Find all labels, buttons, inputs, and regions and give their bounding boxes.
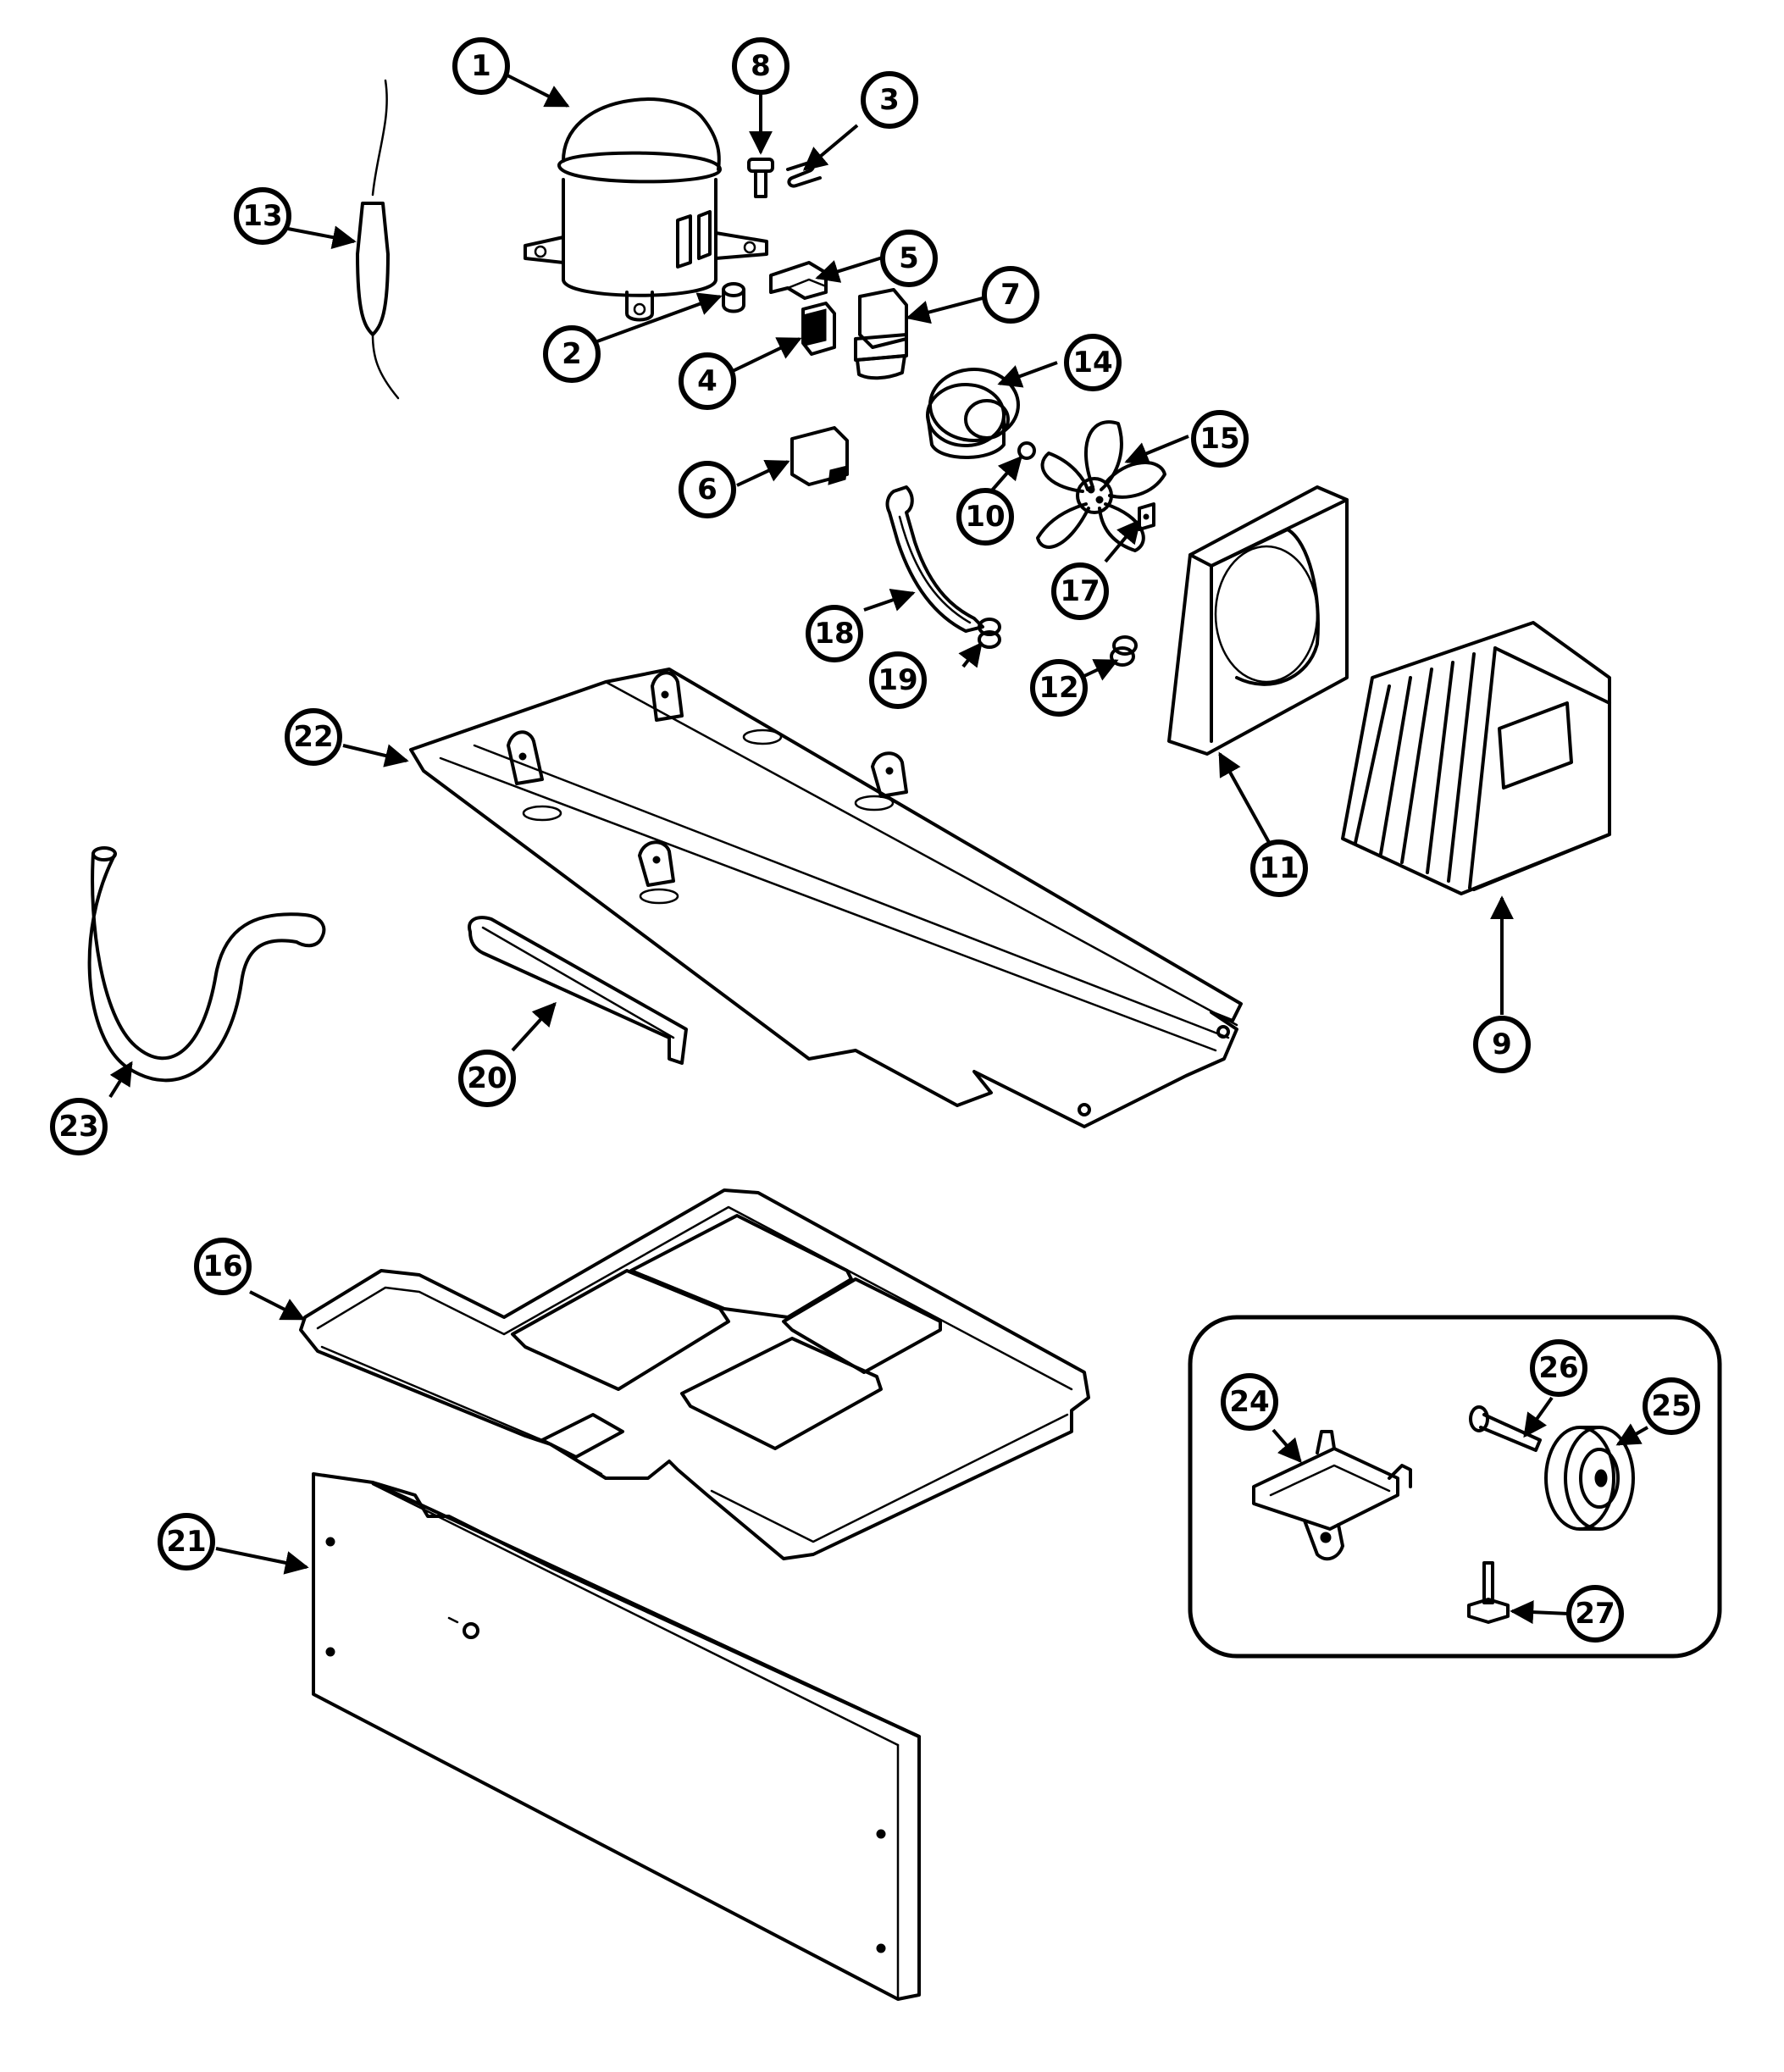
callout-10-label: 10 xyxy=(965,500,1005,534)
nut-part xyxy=(1017,441,1036,460)
cover-part xyxy=(769,261,828,300)
screw-part xyxy=(747,158,774,198)
grommet-12-part xyxy=(1110,635,1138,667)
callout-20: 20 xyxy=(458,1050,516,1107)
callout-4-label: 4 xyxy=(697,364,717,398)
callout-14-label: 14 xyxy=(1072,346,1112,379)
relay-part xyxy=(854,288,908,380)
wheel-part xyxy=(1544,1426,1635,1531)
callout-8-label: 8 xyxy=(751,49,771,83)
callout-2-label: 2 xyxy=(562,337,582,371)
callout-24-label: 24 xyxy=(1229,1385,1269,1419)
callout-12-label: 12 xyxy=(1039,671,1078,705)
callout-27: 27 xyxy=(1566,1585,1624,1643)
fan-motor-part xyxy=(926,368,1020,459)
callout-26: 26 xyxy=(1530,1339,1587,1397)
roller-bracket-part xyxy=(1252,1430,1412,1561)
inset-box xyxy=(1188,1315,1722,1659)
fan-blade-part xyxy=(1036,420,1166,552)
motor-bracket-part xyxy=(885,485,984,633)
callout-19: 19 xyxy=(869,651,927,709)
callout-18-label: 18 xyxy=(814,617,854,651)
callout-8: 8 xyxy=(732,37,790,95)
callout-13-label: 13 xyxy=(242,199,282,233)
callout-22-label: 22 xyxy=(293,720,333,754)
base-rail-part xyxy=(409,668,1243,1128)
callout-3-label: 3 xyxy=(879,83,900,117)
compressor-part xyxy=(524,97,768,322)
front-panel-part xyxy=(312,1472,921,2001)
capacitor-part xyxy=(790,426,849,486)
callout-11: 11 xyxy=(1250,839,1308,897)
callout-6: 6 xyxy=(679,461,736,518)
callout-20-label: 20 xyxy=(467,1061,507,1095)
callout-12: 12 xyxy=(1030,659,1088,717)
callout-21: 21 xyxy=(158,1513,215,1571)
callout-17-label: 17 xyxy=(1060,574,1100,608)
callout-1: 1 xyxy=(452,37,510,95)
callout-25-label: 25 xyxy=(1651,1389,1691,1423)
callout-22: 22 xyxy=(285,708,342,766)
callout-10: 10 xyxy=(956,488,1014,546)
callout-9-label: 9 xyxy=(1492,1028,1512,1061)
callout-2: 2 xyxy=(543,325,601,383)
leveling-leg-part xyxy=(1467,1561,1510,1624)
callout-11-label: 11 xyxy=(1259,851,1299,885)
callout-7-label: 7 xyxy=(1000,278,1021,312)
channel-part xyxy=(468,916,688,1065)
fan-shroud-part xyxy=(1167,485,1349,756)
overload-part xyxy=(801,302,836,356)
grommet-19-part xyxy=(978,618,1001,649)
callout-5-label: 5 xyxy=(899,241,919,275)
bracket-part xyxy=(1138,502,1155,531)
callout-15-label: 15 xyxy=(1199,422,1239,456)
callout-23-label: 23 xyxy=(58,1110,98,1144)
drier-tube-part xyxy=(356,79,400,400)
callout-26-label: 26 xyxy=(1538,1351,1578,1385)
callout-17: 17 xyxy=(1051,562,1109,620)
callout-6-label: 6 xyxy=(697,473,717,507)
callout-1-label: 1 xyxy=(471,49,491,83)
drain-pan-part xyxy=(299,1188,1090,1560)
callout-18: 18 xyxy=(806,605,863,662)
callout-9: 9 xyxy=(1473,1016,1531,1073)
condenser-part xyxy=(1341,621,1611,895)
callout-13: 13 xyxy=(234,187,291,245)
drain-hose-part xyxy=(87,846,326,1083)
callout-24: 24 xyxy=(1221,1373,1278,1431)
callout-21-label: 21 xyxy=(166,1525,206,1559)
callout-19-label: 19 xyxy=(878,663,917,697)
callout-7: 7 xyxy=(982,266,1039,324)
callout-27-label: 27 xyxy=(1575,1597,1615,1631)
leader-lines xyxy=(108,73,1648,1625)
grommet-part xyxy=(722,282,745,313)
callout-15: 15 xyxy=(1191,410,1249,468)
callout-16: 16 xyxy=(194,1238,252,1295)
callout-16-label: 16 xyxy=(202,1249,242,1283)
callout-23: 23 xyxy=(50,1098,108,1155)
callout-14: 14 xyxy=(1064,334,1122,391)
callout-5: 5 xyxy=(880,230,938,287)
clip-part xyxy=(786,160,822,188)
callout-3: 3 xyxy=(861,71,918,129)
callout-25: 25 xyxy=(1643,1377,1700,1435)
axle-pin-part xyxy=(1469,1405,1542,1452)
callout-4: 4 xyxy=(679,352,736,410)
